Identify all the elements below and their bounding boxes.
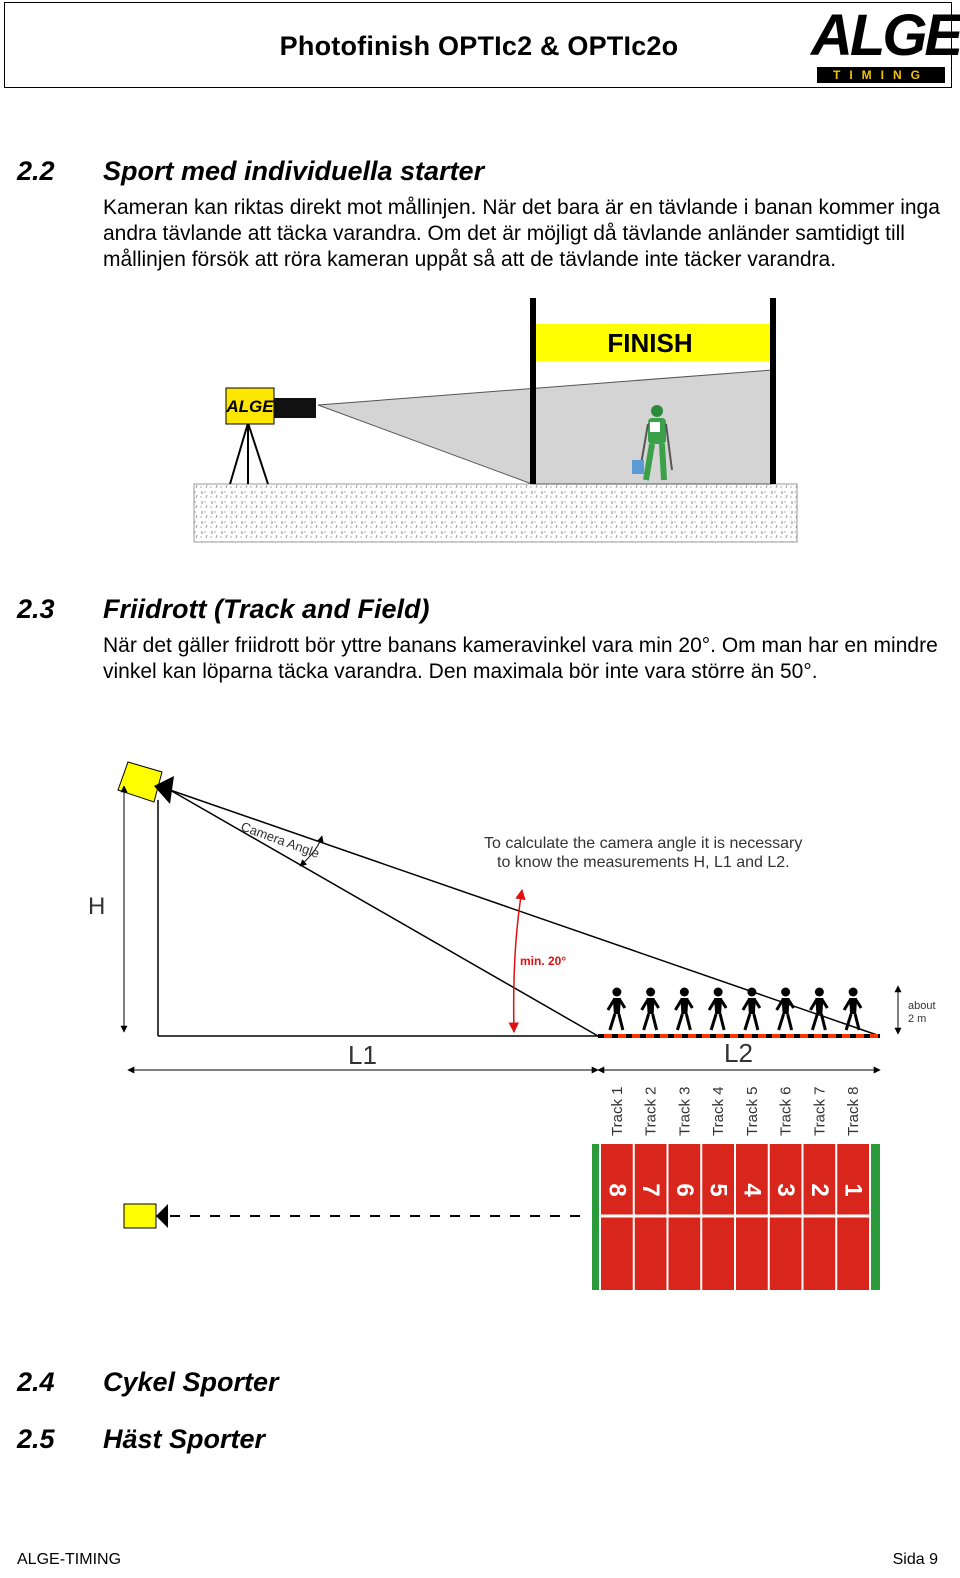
section-2-3-body: När det gäller friidrott bör yttre banan… [103, 633, 943, 685]
l1-label: L1 [348, 1040, 377, 1070]
track-camera-angle-figure: H Camera Angle To calculate the camera a… [88, 761, 936, 1290]
lane-number: 7 [637, 1183, 664, 1196]
h-label: H [88, 893, 105, 920]
lane-number: 8 [603, 1183, 630, 1196]
footer-company: ALGE-TIMING [17, 1551, 122, 1568]
track-label: Track 5 [744, 1087, 761, 1136]
section-2-2-paragraph: Kameran kan riktas direkt mot mållinjen.… [103, 196, 940, 271]
finish-post-right [770, 298, 776, 484]
runner-silhouette [809, 987, 829, 1031]
page-header: Photofinish OPTIc2 & OPTIc2o ALGE TIMING [4, 2, 960, 88]
track-label: Track 4 [710, 1087, 727, 1136]
runner-silhouette [606, 987, 627, 1031]
gravel-ground [193, 483, 798, 543]
alge-logo: ALGE TIMING [811, 5, 960, 85]
track-labels: Track 1 Track 2 Track 3 Track 4 Track 5 Track… [609, 1087, 862, 1136]
section-2-2-title: Sport med individuella starter [103, 156, 485, 186]
section-2-3-number: 2.3 [17, 594, 55, 624]
track-label: Track 6 [778, 1087, 795, 1136]
camera-angle-arc [299, 835, 324, 867]
runner-silhouette [707, 987, 728, 1031]
section-2-2-body: Kameran kan riktas direkt mot mållinjen.… [103, 195, 943, 273]
lane-number: 5 [705, 1183, 732, 1196]
about-label-line-2: 2 m [908, 1013, 926, 1025]
angle-note-line-1: To calculate the camera angle it is nece… [484, 835, 802, 852]
section-2-4-number: 2.4 [17, 1367, 55, 1397]
camera-angle-label: Camera Angle [239, 819, 322, 861]
angle-note-line-2: to know the measurements H, L1 and L2. [497, 854, 790, 871]
section-2-3-title: Friidrott (Track and Field) [103, 594, 430, 624]
lane-number: 4 [738, 1183, 765, 1197]
about-label-line-1: about [908, 1000, 936, 1012]
runner-silhouette [674, 987, 694, 1031]
logo-word: ALGE [811, 3, 960, 68]
finish-camera-figure: FINISH ALGE [193, 298, 798, 543]
runner-silhouette [775, 987, 795, 1031]
sight-line-inner [169, 789, 881, 1037]
min-angle-label: min. 20° [520, 954, 566, 968]
track-label: Track 7 [811, 1087, 828, 1136]
track-label: Track 8 [845, 1087, 862, 1136]
footer-page-number: Sida 9 [892, 1551, 938, 1568]
logo-subtitle: TIMING [817, 67, 945, 83]
camera-on-tripod: ALGE [225, 387, 316, 485]
lane-number: 3 [772, 1183, 799, 1196]
runners-group [606, 987, 863, 1031]
l2-label: L2 [724, 1038, 753, 1068]
track-label: Track 2 [643, 1087, 660, 1136]
lane-number: 1 [840, 1183, 867, 1196]
min-angle-arc [508, 888, 526, 1034]
finish-label: FINISH [607, 328, 692, 358]
section-2-4-title: Cykel Sporter [103, 1367, 279, 1397]
section-2-3-paragraph: När det gäller friidrott bör yttre banan… [103, 634, 938, 683]
runner-silhouette [842, 987, 863, 1031]
track-label: Track 1 [609, 1087, 626, 1136]
document-title: Photofinish OPTIc2 & OPTIc2o [279, 31, 679, 61]
lane-number: 6 [671, 1183, 698, 1196]
runner-silhouette [640, 987, 660, 1031]
sight-line-outer [169, 789, 599, 1037]
lane-number: 2 [806, 1183, 833, 1196]
runner-silhouette [741, 987, 762, 1031]
section-2-2-number: 2.2 [17, 156, 55, 186]
section-2-5-title: Häst Sporter [103, 1424, 266, 1454]
camera-elevated [117, 761, 174, 804]
camera-logo-text: ALGE [225, 397, 274, 416]
camera-ground-view [123, 1203, 168, 1229]
track-label: Track 3 [676, 1087, 693, 1136]
finish-post-left [530, 298, 536, 484]
athlete-figure [632, 405, 673, 481]
finish-banner [536, 324, 772, 361]
section-2-5-number: 2.5 [17, 1424, 55, 1454]
